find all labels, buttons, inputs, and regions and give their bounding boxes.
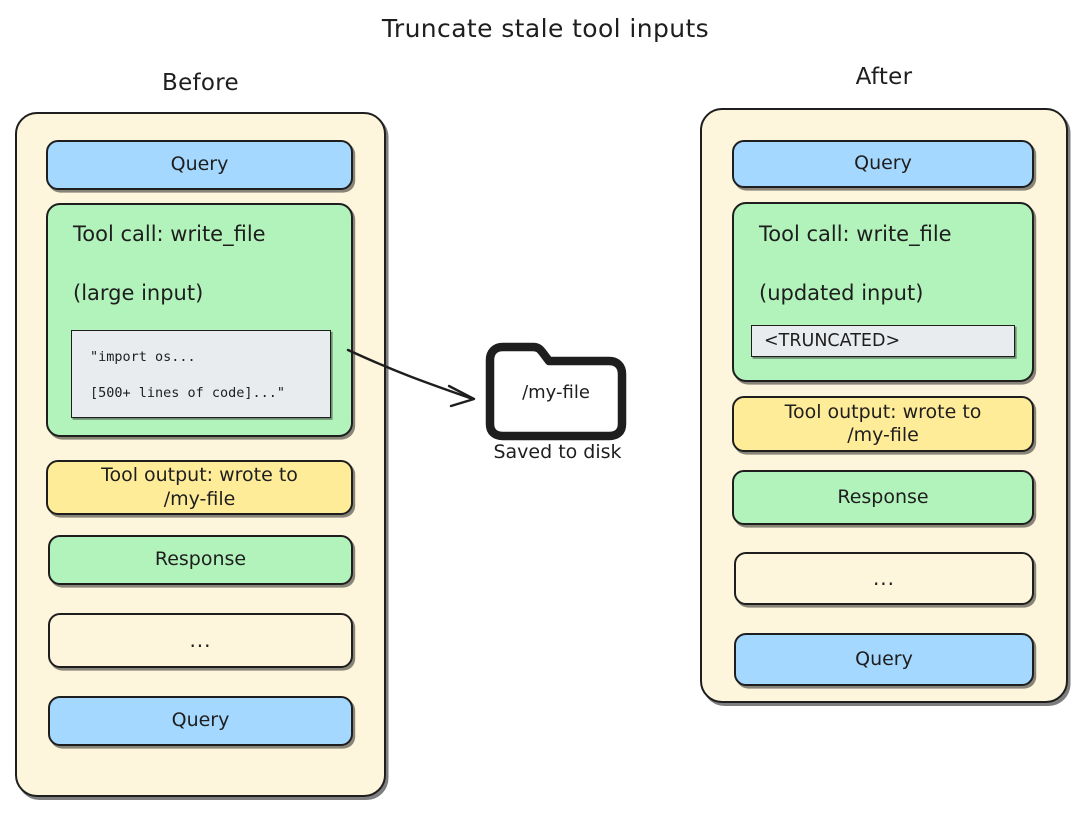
after-message-query-bottom[interactable]: Query xyxy=(734,633,1034,686)
before-message-tool-output[interactable]: Tool output: wrote to /my-file xyxy=(46,460,353,515)
folder-group[interactable]: /my-file xyxy=(483,338,629,468)
before-tool-call-subtitle: (large input) xyxy=(73,281,204,305)
before-message-response[interactable]: Response xyxy=(48,535,353,585)
after-message-ellipsis[interactable]: ... xyxy=(734,552,1034,605)
after-message-tool-output[interactable]: Tool output: wrote to /my-file xyxy=(732,396,1034,452)
folder-name-label: /my-file xyxy=(522,382,590,403)
before-code-block xyxy=(71,330,331,418)
after-truncated-block xyxy=(751,325,1015,357)
after-tool-call-title: Tool call: write_file xyxy=(759,222,952,246)
after-tool-call-subtitle: (updated input) xyxy=(759,281,924,305)
after-message-response[interactable]: Response xyxy=(732,470,1034,525)
before-message-query-top[interactable]: Query xyxy=(46,140,353,190)
column-heading-after: After xyxy=(855,64,913,90)
before-tool-call-title: Tool call: write_file xyxy=(73,222,266,246)
after-truncated-label: <TRUNCATED> xyxy=(764,331,901,351)
before-message-ellipsis[interactable]: ... xyxy=(48,613,353,668)
before-code-line-1: "import os... xyxy=(90,349,196,365)
after-message-query-top[interactable]: Query xyxy=(732,140,1034,188)
column-heading-before: Before xyxy=(162,70,239,96)
before-message-query-bottom[interactable]: Query xyxy=(48,696,353,746)
folder-icon xyxy=(485,342,627,441)
before-code-line-2: [500+ lines of code]..." xyxy=(90,385,286,401)
page-title: Truncate stale tool inputs xyxy=(381,14,710,43)
folder-caption: Saved to disk xyxy=(493,441,622,463)
